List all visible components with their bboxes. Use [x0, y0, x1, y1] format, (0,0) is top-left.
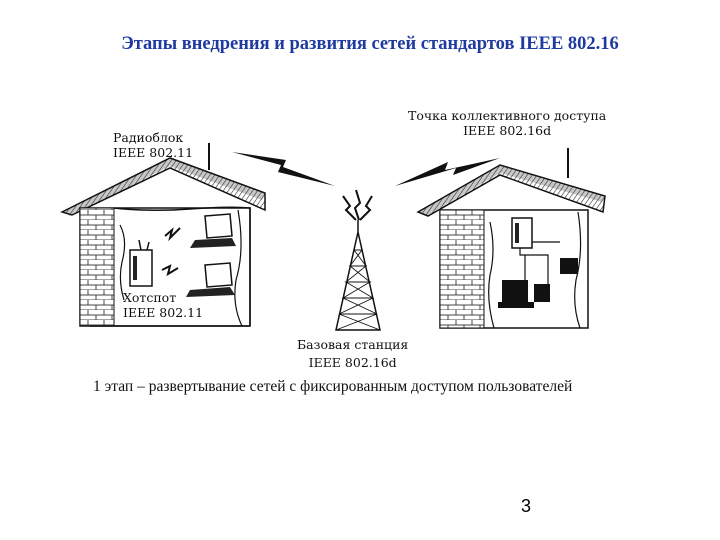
laptop-icon	[186, 262, 235, 297]
base-station-label: Базовая станция IEEE 802.16d	[297, 337, 408, 370]
radio-tower-icon	[335, 189, 381, 331]
base-station-label-line1: Базовая станция	[297, 337, 409, 352]
base-station-label-line2: IEEE 802.16d	[308, 355, 397, 370]
desktop-computer-icon	[534, 284, 550, 302]
radio-block-label: Радиоблок IEEE 802.11	[113, 130, 193, 160]
router-icon	[129, 239, 153, 287]
hotspot-label-line1: Хотспот	[123, 290, 177, 305]
access-point-label: Точка коллективного доступа IEEE 802.16d	[408, 108, 606, 138]
access-point-label-line2: IEEE 802.16d	[463, 123, 552, 138]
hotspot-label: Хотспот IEEE 802.11	[123, 290, 203, 320]
radio-block-label-line2: IEEE 802.11	[113, 145, 194, 160]
left-house-icon	[59, 143, 266, 327]
hotspot-label-line2: IEEE 802.11	[123, 305, 204, 320]
radio-block-label-line1: Радиоблок	[113, 130, 184, 145]
stage-caption: 1 этап – развертывание сетей с фиксирова…	[93, 378, 573, 395]
desktop-computer-icon	[560, 258, 578, 274]
page-number: 3	[521, 496, 532, 516]
slide-title: Этапы внедрения и развития сетей стандар…	[121, 34, 619, 54]
wireless-link-icon	[232, 152, 335, 186]
desktop-computer-icon	[498, 280, 534, 308]
access-point-label-line1: Точка коллективного доступа	[408, 108, 607, 123]
wireless-link-icon	[395, 158, 500, 186]
access-point-router-icon	[511, 217, 533, 249]
laptop-icon	[190, 213, 236, 248]
